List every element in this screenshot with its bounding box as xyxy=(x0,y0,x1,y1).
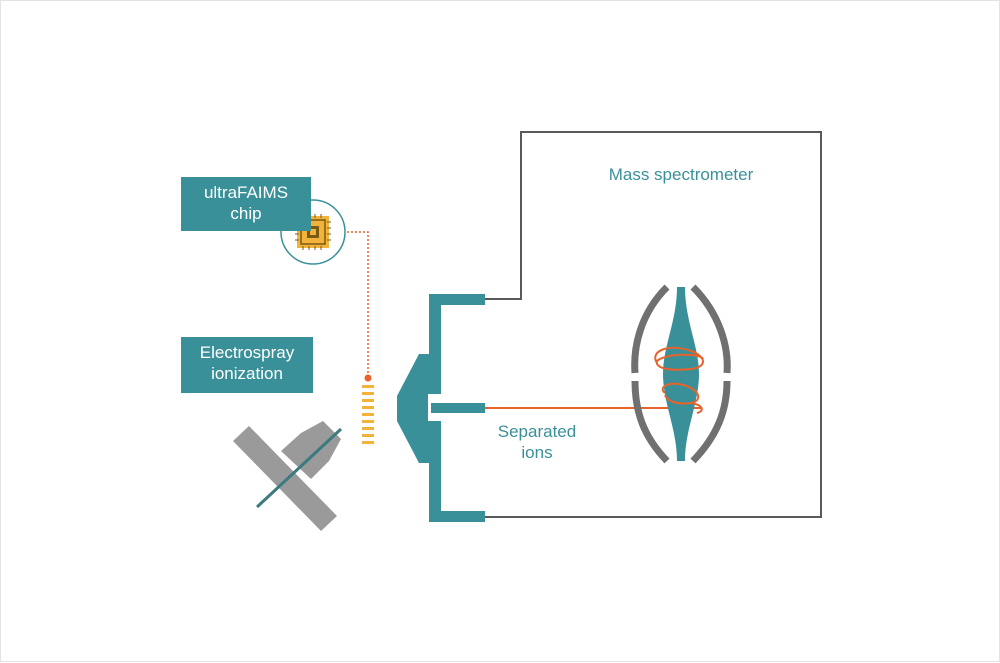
bottom-plate xyxy=(429,421,441,522)
electrospray-label: Electrospray ionization xyxy=(181,337,313,393)
spray-needle-icon xyxy=(233,421,343,531)
esi-label-line1: Electrospray xyxy=(199,343,295,362)
top-plate xyxy=(429,294,441,394)
mass-spectrometer-title: Mass spectrometer xyxy=(608,165,754,184)
spray-emitter xyxy=(362,385,374,444)
ion-orbit-bottom xyxy=(690,402,703,414)
needle-housing xyxy=(281,421,341,479)
ions-label-line1: Separated xyxy=(497,422,577,441)
left-outer-electrode-top xyxy=(631,284,670,374)
capillary-tube xyxy=(431,403,485,413)
inlet-cone xyxy=(397,354,429,463)
ion-orbit-upper xyxy=(654,346,704,371)
bottom-flange xyxy=(429,511,485,522)
ion-orbit-lower xyxy=(661,382,700,405)
mass-spectrometer-housing xyxy=(483,131,822,518)
ultrafaims-chip-label: ultraFAIMS chip xyxy=(181,177,311,231)
connector-dot xyxy=(364,374,372,382)
top-flange xyxy=(429,294,485,305)
left-outer-electrode-bottom xyxy=(631,380,670,464)
needle-body xyxy=(233,426,337,531)
right-outer-electrode-top xyxy=(690,284,731,374)
chip-label-line1: ultraFAIMS xyxy=(203,183,289,202)
inlet-assembly xyxy=(397,294,485,522)
chip-connector-line xyxy=(347,231,369,377)
esi-label-line2: ionization xyxy=(211,364,283,383)
ions-label-line2: ions xyxy=(521,443,553,462)
chip-label-line2: chip xyxy=(230,204,262,223)
ion-trap-icon xyxy=(631,284,731,464)
central-spindle xyxy=(663,287,699,461)
right-outer-electrode-bottom xyxy=(690,380,731,464)
needle-tip xyxy=(255,427,343,509)
separated-ions-label: Separated ions xyxy=(485,421,589,463)
